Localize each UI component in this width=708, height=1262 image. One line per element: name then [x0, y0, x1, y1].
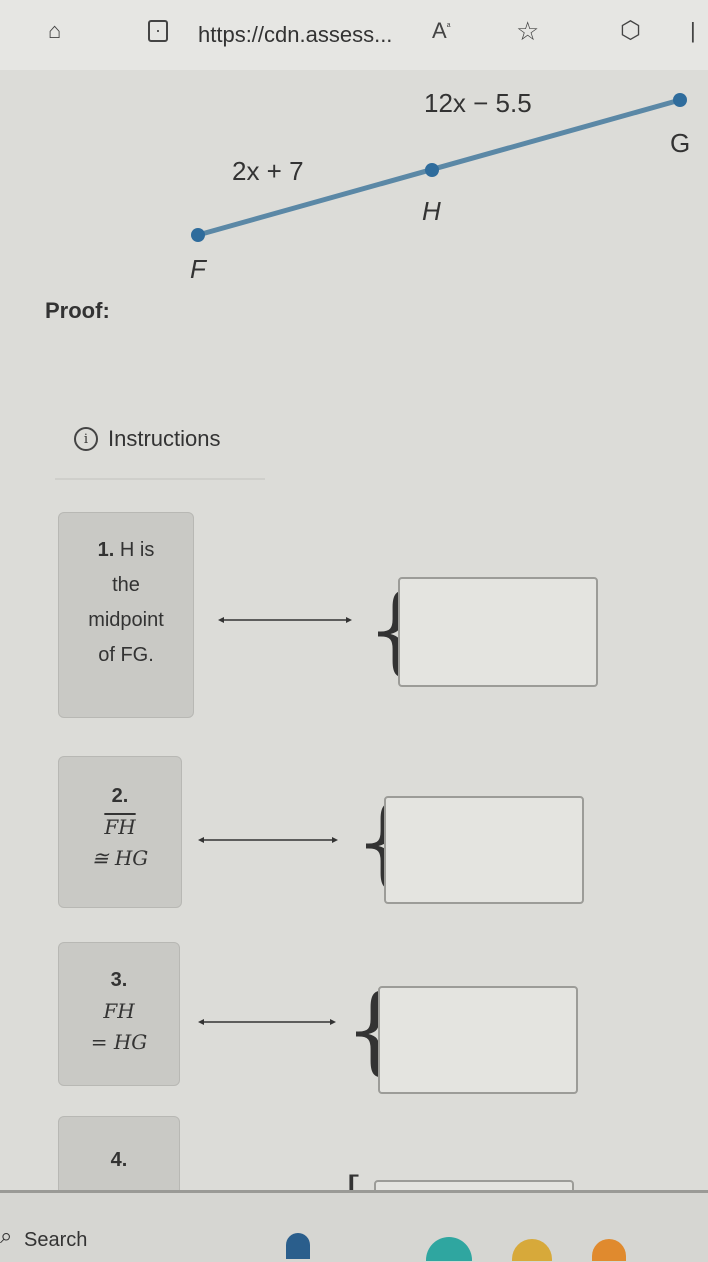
label-point-h: H — [422, 196, 441, 226]
puzzle-icon[interactable]: ⬡ — [620, 17, 641, 44]
statement-3[interactable]: 3. FH = HG — [58, 942, 180, 1086]
step-1-number: 1. — [97, 539, 115, 561]
instructions-label: Instructions — [108, 426, 221, 451]
point-f — [191, 228, 205, 242]
step-3-arrow — [198, 1019, 336, 1025]
reason-box-3[interactable] — [378, 986, 578, 1094]
statement-1[interactable]: 1. H is the midpoint of FG. — [58, 512, 194, 718]
label-point-g: G — [670, 128, 690, 158]
statement-2[interactable]: 2. FH ≅ HG — [58, 756, 182, 908]
label-point-f: F — [190, 254, 208, 284]
segment-fg — [195, 97, 683, 238]
proof-title: Proof: — [45, 298, 110, 323]
toolbar-divider: | — [690, 18, 696, 43]
point-g — [673, 93, 687, 107]
info-icon: i — [74, 427, 98, 451]
step-1-line-3: midpoint — [88, 609, 164, 631]
instructions-link[interactable]: i Instructions — [74, 426, 221, 452]
read-aloud-icon[interactable]: Aᵃ — [432, 18, 451, 43]
taskbar-app-icon[interactable] — [286, 1233, 310, 1259]
step-3-line-1: FH — [103, 999, 135, 1023]
reason-box-1[interactable] — [398, 577, 598, 687]
step-3-number: 3. — [110, 969, 128, 991]
taskbar: ⌕ Search — [0, 1190, 708, 1262]
lock-icon[interactable]: · — [148, 20, 168, 42]
reason-box-2[interactable] — [384, 796, 584, 904]
point-h — [425, 163, 439, 177]
step-1-line-4: of FG. — [98, 644, 154, 666]
segment-diagram: 12x − 5.5 2x + 7 G H F — [190, 88, 690, 284]
taskbar-search[interactable]: Search — [24, 1229, 88, 1251]
step-2-number: 2. — [111, 785, 129, 807]
address-bar[interactable]: https://cdn.assess... — [198, 22, 393, 47]
browser-toolbar: ⌂ · https://cdn.assess... Aᵃ ☆ ⬡ | — [0, 0, 708, 70]
star-icon[interactable]: ☆ — [516, 16, 540, 46]
step-2-line-1: FH — [104, 815, 136, 839]
label-fh: 2x + 7 — [232, 156, 304, 186]
step-4-number: 4. — [110, 1149, 128, 1171]
divider — [55, 478, 265, 480]
taskbar-app-icon[interactable] — [512, 1239, 552, 1261]
label-fg: 12x − 5.5 — [424, 88, 532, 118]
step-2-line-2: ≅ HG — [91, 846, 149, 870]
taskbar-app-icon[interactable] — [426, 1237, 472, 1261]
home-icon[interactable]: ⌂ — [48, 18, 62, 43]
step-1-line-2: the — [112, 574, 140, 596]
step-2-arrow — [198, 837, 338, 843]
taskbar-app-icon[interactable] — [592, 1239, 626, 1261]
step-3-line-2: = HG — [90, 1030, 148, 1054]
search-icon[interactable]: ⌕ — [0, 1223, 13, 1248]
step-1-arrow — [218, 617, 352, 623]
step-1-line-1: H is — [119, 539, 155, 561]
